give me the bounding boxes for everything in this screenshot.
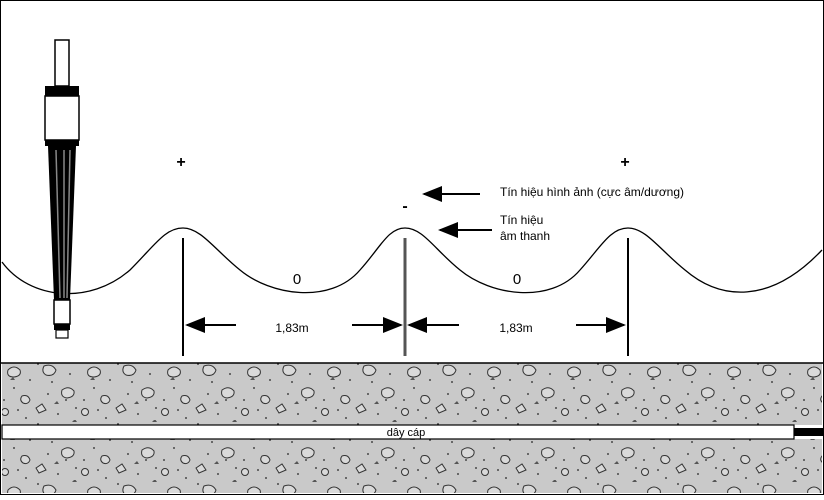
polarity-middle: - [402,198,407,215]
zero-label-right: 0 [513,271,521,288]
distance-label-right: 1,83m [499,321,532,335]
signal-wave [1,227,823,295]
probe-icon [44,39,80,339]
cable-end [794,428,824,436]
zero-label-left: 0 [293,271,301,288]
polarity-left: + [176,154,185,171]
audio-signal-label-2: âm thanh [500,229,550,243]
distance-label-left: 1,83m [275,321,308,335]
cable-label: dây cáp [387,427,426,439]
polarity-right: + [620,154,629,171]
audio-signal-label-1: Tín hiệu [500,213,543,227]
ground-upper [2,363,822,425]
ground-lower [2,439,822,493]
video-signal-label: Tín hiệu hình ảnh (cực âm/dương) [500,185,684,199]
